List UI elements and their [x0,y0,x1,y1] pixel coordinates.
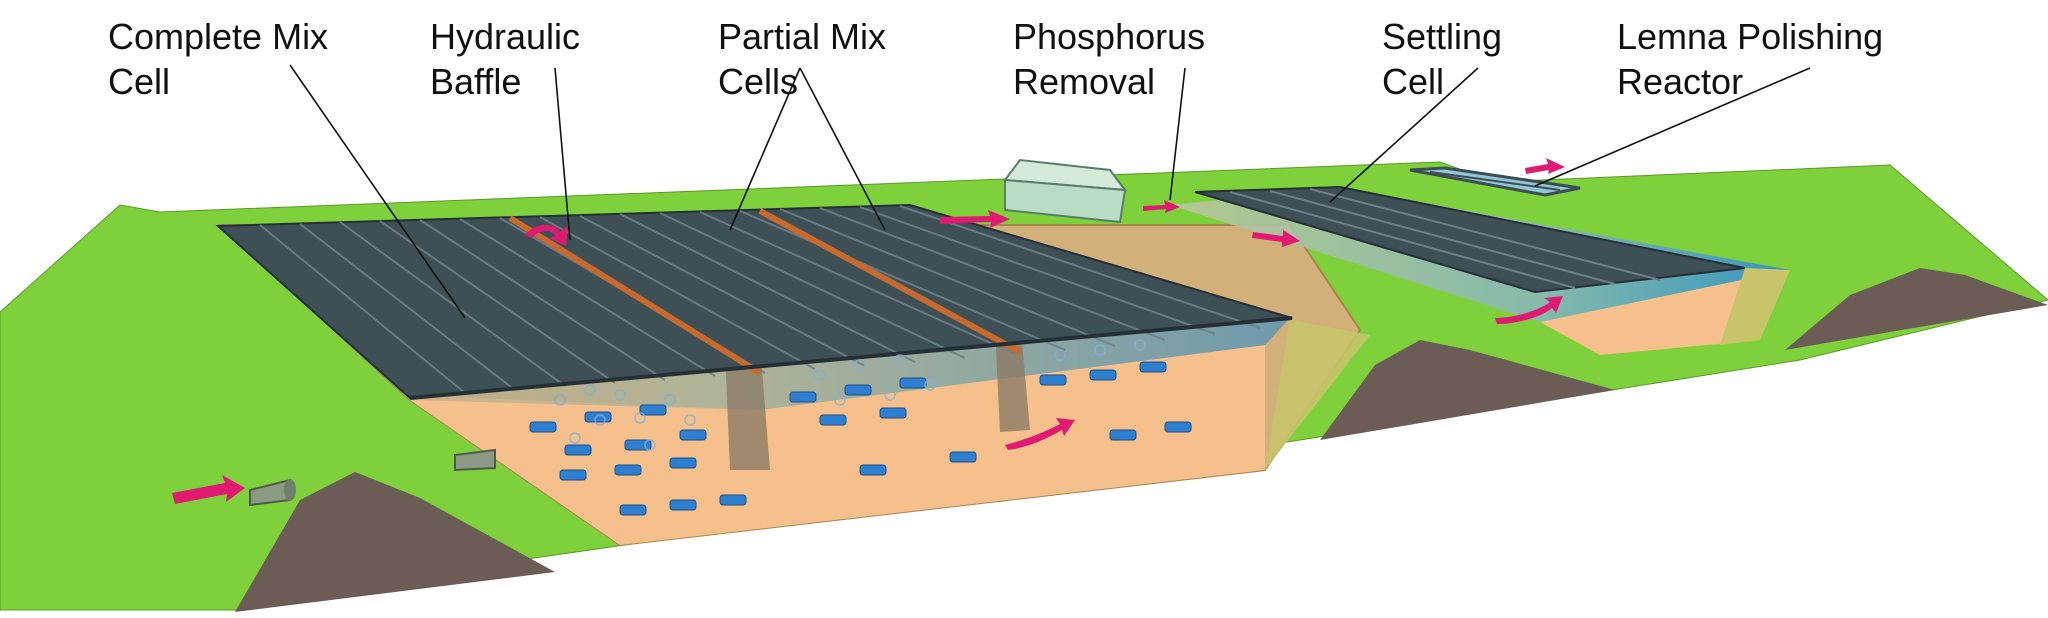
berm-left [235,472,555,612]
aerators [529,361,1192,516]
berm-right [1785,268,2048,350]
label-complete-mix-cell: Complete Mix Cell [108,14,328,104]
label-line: Complete Mix [108,16,329,57]
label-line: Hydraulic [430,16,581,57]
leader-complete-mix [289,64,466,319]
leader-phosphorus [1169,67,1186,201]
label-line: Cells [718,61,799,102]
hydraulic-baffle-line [508,215,762,376]
berm-middle [1320,340,1615,440]
leader-partial-mix-a [729,67,801,231]
partial-mix-baffle-line [758,208,1022,355]
label-partial-mix-cells: Partial Mix Cells [718,14,886,104]
phosphorus-building [1003,158,1128,224]
settling-cell [1170,185,1790,355]
divider-1 [725,345,770,470]
air-bubbles [554,339,1146,451]
label-line: Baffle [430,61,522,102]
label-line: Settling [1382,16,1503,57]
label-line: Removal [1013,61,1156,102]
leader-settling [1329,67,1479,203]
inlet-pipe [249,448,496,507]
lemna-reactor [1409,166,1581,197]
leader-partial-mix-b [799,67,886,231]
label-line: Cell [108,61,171,102]
label-settling-cell: Settling Cell [1382,14,1502,104]
label-line: Lemna Polishing [1617,16,1884,57]
leader-lemna [1534,67,1811,187]
label-line: Partial Mix [718,16,887,57]
label-line: Cell [1382,61,1445,102]
leader-lines [289,64,1811,319]
label-phosphorus-removal: Phosphorus Removal [1013,14,1205,104]
flow-arrows [172,158,1565,504]
label-lemna-polishing-reactor: Lemna Polishing Reactor [1617,14,1883,104]
label-line: Phosphorus [1013,16,1206,57]
label-hydraulic-baffle: Hydraulic Baffle [430,14,580,104]
floating-covers [215,203,1293,400]
label-line: Reactor [1617,61,1744,102]
leader-hydraulic-baffle [554,67,571,241]
